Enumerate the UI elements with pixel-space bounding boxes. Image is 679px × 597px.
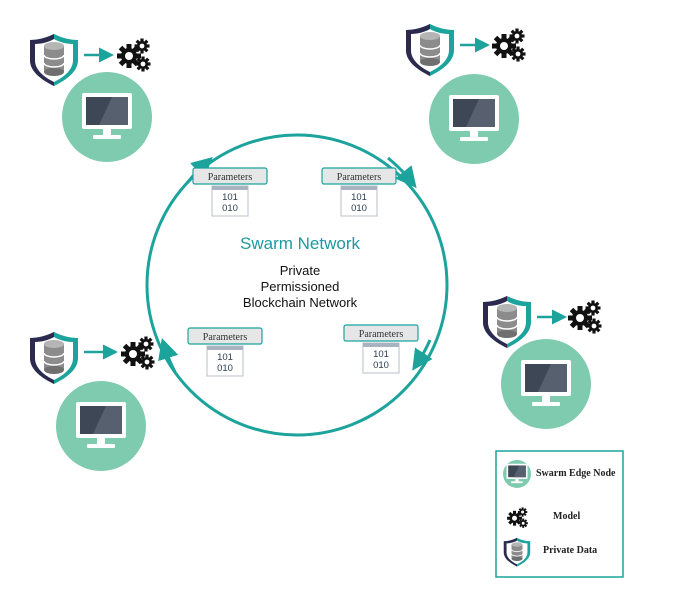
gears-icon	[117, 38, 151, 72]
parameters-box-bottom-left: Parameters 101 010	[187, 327, 263, 377]
legend-private-data-label: Private Data	[543, 545, 598, 556]
edge-node-right	[482, 295, 602, 429]
edge-node-top-right	[405, 23, 526, 164]
binary-top: 101	[222, 192, 238, 203]
binary-bottom: 010	[222, 203, 238, 214]
legend-model-label: Model	[553, 511, 581, 522]
gears-icon	[568, 300, 602, 334]
ring-arrow-bottom-right	[412, 339, 433, 371]
parameters-label: Parameters	[208, 172, 253, 183]
parameters-label: Parameters	[337, 172, 382, 183]
parameters-label: Parameters	[203, 332, 248, 343]
ring-arrow-top-right	[387, 156, 417, 189]
binary-bottom: 010	[217, 363, 233, 374]
shield-database-icon	[29, 331, 79, 385]
shield-database-icon	[482, 295, 532, 349]
shield-database-icon	[405, 23, 455, 77]
network-line-private: Private	[279, 263, 321, 278]
gears-icon	[492, 28, 526, 62]
binary-top: 101	[217, 352, 233, 363]
parameters-box-top-left: Parameters 101 010	[192, 167, 268, 217]
network-ring	[145, 133, 449, 437]
legend-edge-node-label: Swarm Edge Node	[536, 468, 616, 479]
ring-arrow-bottom-left	[158, 337, 179, 373]
edge-node-top-left	[29, 33, 152, 162]
edge-node-bottom-left	[29, 331, 155, 471]
network-line-blockchain: Blockchain Network	[242, 295, 358, 310]
network-title: Swarm Network	[240, 234, 360, 253]
shield-database-icon	[29, 33, 79, 87]
binary-bottom: 010	[351, 203, 367, 214]
binary-top: 101	[351, 192, 367, 203]
binary-top: 101	[373, 349, 389, 360]
network-line-permissioned: Permissioned	[260, 279, 340, 294]
parameters-box-bottom-right: Parameters 101 010	[343, 324, 419, 374]
legend	[495, 450, 624, 578]
gears-icon	[121, 336, 155, 370]
parameters-label: Parameters	[359, 329, 404, 340]
binary-bottom: 010	[373, 360, 389, 371]
parameters-box-top-right: Parameters 101 010	[321, 167, 397, 217]
